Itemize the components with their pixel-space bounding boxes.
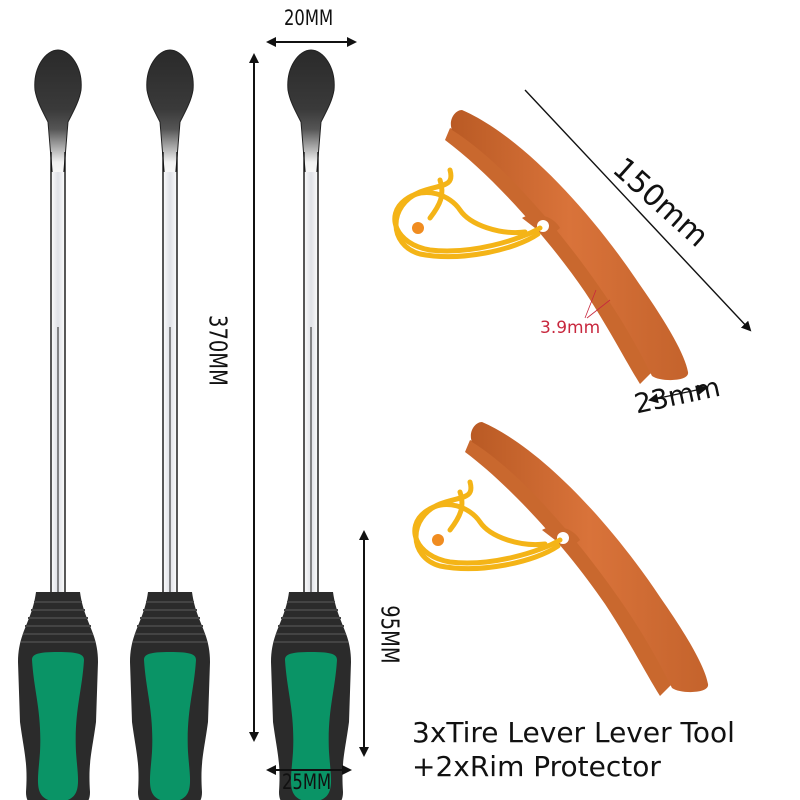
product-caption: 3xTire Lever Lever Tool +2xRim Protector	[412, 716, 735, 784]
rim-protector-1	[392, 110, 689, 384]
tire-lever-3	[270, 49, 352, 800]
dimension-arrow-23mm	[648, 384, 708, 404]
dimension-arrow-150mm	[524, 89, 752, 332]
handle-length-label: 95MM	[375, 605, 405, 664]
lever-width-label: 20MM	[284, 6, 334, 30]
protector-thickness-label: 3.9mm	[540, 318, 601, 338]
tire-lever-2	[129, 49, 211, 800]
caption-line-2: +2xRim Protector	[412, 750, 661, 783]
lever-length-label: 370MM	[203, 315, 233, 386]
caption-line-1: 3xTire Lever Lever Tool	[412, 716, 735, 749]
rim-protector-2	[412, 422, 709, 696]
handle-width-label: 25MM	[282, 770, 332, 794]
tire-lever-1	[17, 49, 99, 800]
